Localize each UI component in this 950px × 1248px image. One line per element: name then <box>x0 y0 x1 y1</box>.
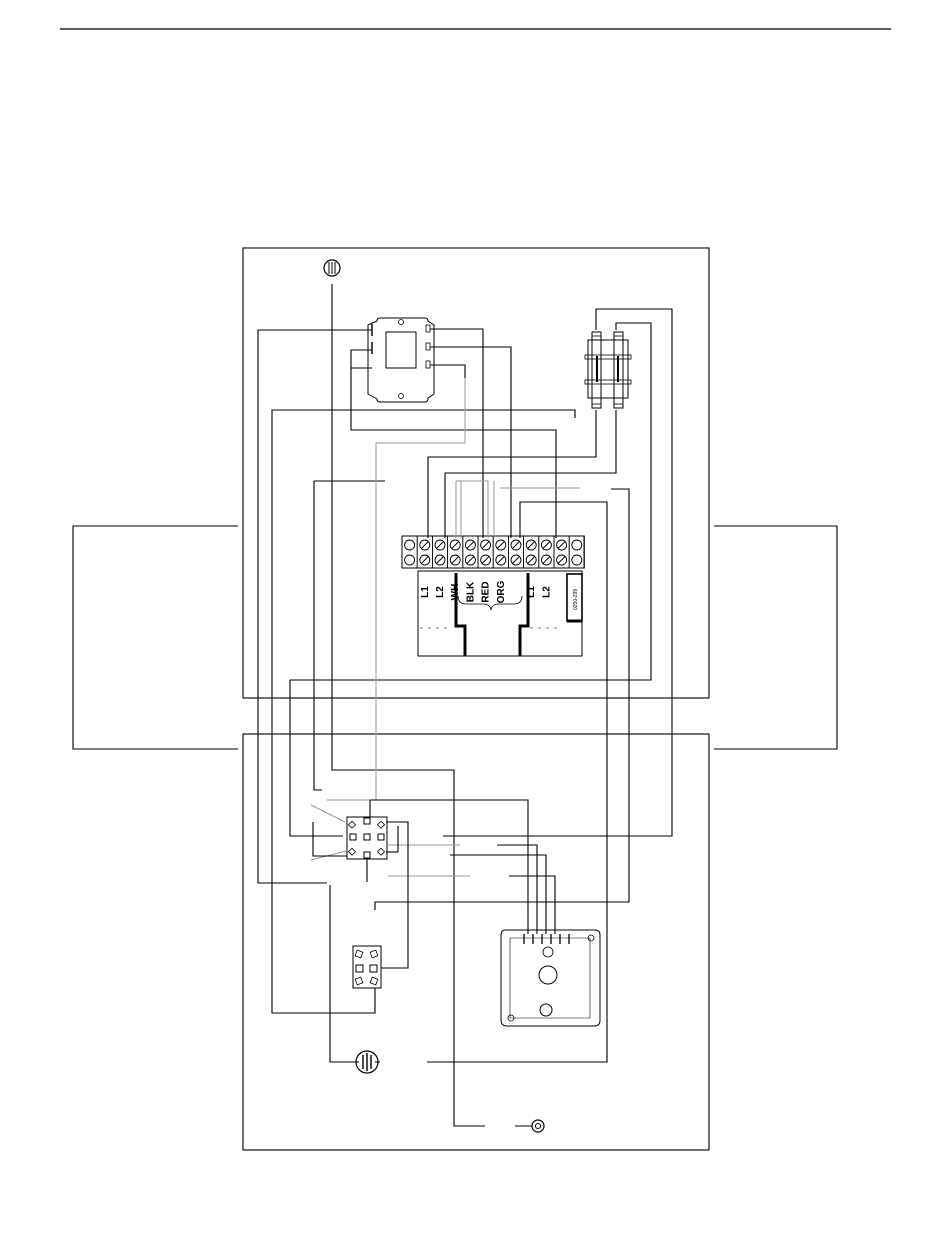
terminal-screw-slot <box>513 542 520 549</box>
terminal-screw <box>405 555 415 565</box>
terminal-slot <box>417 536 432 568</box>
transformer-icon <box>368 318 434 402</box>
terminal-screw-slot <box>558 542 565 549</box>
ground-lug-icon <box>515 1120 544 1132</box>
relay-icon <box>353 946 381 988</box>
terminal-label: L1 <box>526 586 537 598</box>
terminal-label: BLK <box>465 581 476 602</box>
center-terminal-block <box>347 817 387 859</box>
terminal-label: L2 <box>541 586 552 598</box>
terminal-screw <box>572 540 582 550</box>
terminal-screw-slot <box>543 542 550 549</box>
terminal-screw-slot <box>467 542 474 549</box>
terminal-slot <box>539 536 554 568</box>
ground-screw-icon <box>324 260 340 276</box>
terminal-slot <box>432 536 447 568</box>
terminal-screw-slot <box>497 557 504 564</box>
terminal-screw-slot <box>497 542 504 549</box>
terminal-slot <box>493 536 508 568</box>
terminal-screw <box>572 555 582 565</box>
terminal-slot <box>478 536 493 568</box>
terminal-slot <box>402 536 417 568</box>
terminal-screw <box>405 540 415 550</box>
terminal-label: L1 <box>420 586 431 598</box>
terminal-label: RED <box>481 581 492 602</box>
terminal-slot <box>448 536 463 568</box>
terminal-label: ORG <box>496 580 507 603</box>
terminal-screw-slot <box>543 557 550 564</box>
terminal-screw-slot <box>482 542 489 549</box>
terminal-label: WH <box>450 584 461 601</box>
terminal-label: L2 <box>435 586 446 598</box>
terminal-slot <box>569 536 584 568</box>
terminal-slot <box>524 536 539 568</box>
part-number-label: 0250-299 <box>573 589 579 610</box>
terminal-screw-slot <box>558 557 565 564</box>
terminal-screw-slot <box>467 557 474 564</box>
terminal-screw-slot <box>452 542 459 549</box>
terminal-slot <box>554 536 569 568</box>
terminal-slot <box>463 536 478 568</box>
terminal-screw-slot <box>513 557 520 564</box>
terminal-screw-slot <box>528 542 535 549</box>
white-wiring <box>311 378 580 876</box>
terminal-slot <box>508 536 523 568</box>
lower-control-box <box>243 734 709 1150</box>
contactor-icon <box>585 332 631 408</box>
terminal-labels: L1 L2 WH BLK RED ORG L1 L2 <box>420 580 553 603</box>
left-bracket <box>73 526 238 749</box>
terminal-screw-slot <box>452 557 459 564</box>
terminal-screw-slot <box>421 542 428 549</box>
fuse-icon <box>354 1051 380 1073</box>
terminal-screw-slot <box>437 557 444 564</box>
terminal-screw-slot <box>437 542 444 549</box>
right-bracket <box>714 526 837 749</box>
terminal-screw-slot <box>421 557 428 564</box>
motor-icon <box>501 916 600 1026</box>
terminal-screw-slot <box>528 557 535 564</box>
terminal-screw-slot <box>482 557 489 564</box>
